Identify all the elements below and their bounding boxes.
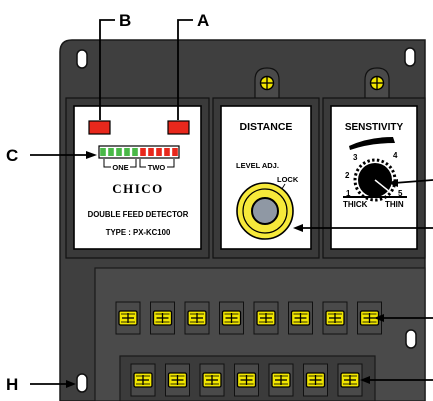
scale-mark-3: 3: [353, 153, 358, 162]
led-group-one-label: ONE: [112, 163, 128, 172]
brand-logo: CHICO: [112, 181, 164, 196]
lower-terminal-strip: [130, 363, 363, 397]
terminal-screw[interactable]: [199, 363, 225, 397]
led-group-one-bracket: [103, 159, 137, 168]
led-segment-red: [172, 148, 178, 156]
terminal-screw[interactable]: [303, 363, 328, 397]
terminal-screw[interactable]: [130, 363, 156, 397]
scale-mark-5: 5: [398, 189, 403, 198]
scale-mark-4: 4: [393, 151, 398, 160]
terminal-screw[interactable]: [337, 363, 363, 397]
product-type: TYPE : PX-KC100: [106, 228, 171, 237]
callout-b: B: [119, 11, 131, 30]
led-segment-red: [156, 148, 162, 156]
callout-a: A: [197, 11, 209, 30]
led-segment-green: [124, 148, 130, 156]
lower-terminal-arrowhead: [360, 376, 370, 384]
led-segment-red: [148, 148, 154, 156]
terminal-screw[interactable]: [234, 363, 259, 397]
indicator-led-a: [167, 120, 190, 135]
thick-label: THICK: [343, 200, 368, 209]
indicator-led-b: [88, 120, 111, 135]
sensitivity-wedge: [349, 137, 395, 150]
scale-mark-1: 1: [346, 189, 351, 198]
led-segment-green: [116, 148, 122, 156]
led-bar-graph: [98, 145, 180, 159]
callout-b-leader: [99, 19, 115, 120]
top-screw-boss-right: [364, 67, 390, 104]
distance-knob-arrowhead: [293, 224, 303, 232]
top-screw-boss-left: [254, 67, 280, 104]
lock-label: LOCK: [277, 175, 299, 184]
terminal-screw[interactable]: [253, 301, 279, 335]
led-segment-red: [140, 148, 146, 156]
mounting-hole-top-left: [76, 49, 88, 69]
upper-terminal-strip: [115, 301, 382, 335]
terminal-screw[interactable]: [150, 301, 175, 335]
terminal-screw[interactable]: [268, 363, 294, 397]
scale-mark-2: 2: [345, 171, 350, 180]
product-name: DOUBLE FEED DETECTOR: [88, 210, 189, 219]
callout-h-arrowhead: [66, 380, 76, 388]
led-group-two-label: TWO: [148, 163, 166, 172]
callout-c: C: [6, 146, 18, 165]
mounting-hole-bottom-right: [405, 329, 417, 349]
distance-adjust-knob[interactable]: [236, 182, 294, 240]
sensitivity-title: SENSTIVITY: [345, 122, 404, 133]
terminal-screw[interactable]: [322, 301, 348, 335]
upper-terminal-arrowhead: [374, 314, 384, 322]
led-segment-green: [132, 148, 138, 156]
led-group-two-bracket: [139, 159, 175, 168]
mounting-hole-bottom-left: [76, 373, 88, 393]
callout-c-arrowhead: [86, 151, 97, 159]
callout-a-leader: [177, 19, 193, 120]
terminal-screw[interactable]: [219, 301, 244, 335]
led-segment-green: [108, 148, 114, 156]
terminal-screw[interactable]: [165, 363, 190, 397]
sensitivity-knob[interactable]: [353, 158, 397, 202]
terminal-screw[interactable]: [184, 301, 210, 335]
led-segment-red: [164, 148, 170, 156]
level-adj-label: LEVEL ADJ.: [236, 161, 279, 170]
led-segment-green: [100, 148, 106, 156]
sensitivity-knob-leader: [393, 179, 433, 184]
distance-title: DISTANCE: [240, 121, 293, 133]
callout-h: H: [6, 375, 18, 394]
thin-label: THIN: [385, 200, 404, 209]
terminal-screw[interactable]: [115, 301, 141, 335]
mounting-hole-top-right: [404, 47, 416, 67]
terminal-screw[interactable]: [288, 301, 313, 335]
sensitivity-knob-arrowhead: [388, 179, 398, 187]
